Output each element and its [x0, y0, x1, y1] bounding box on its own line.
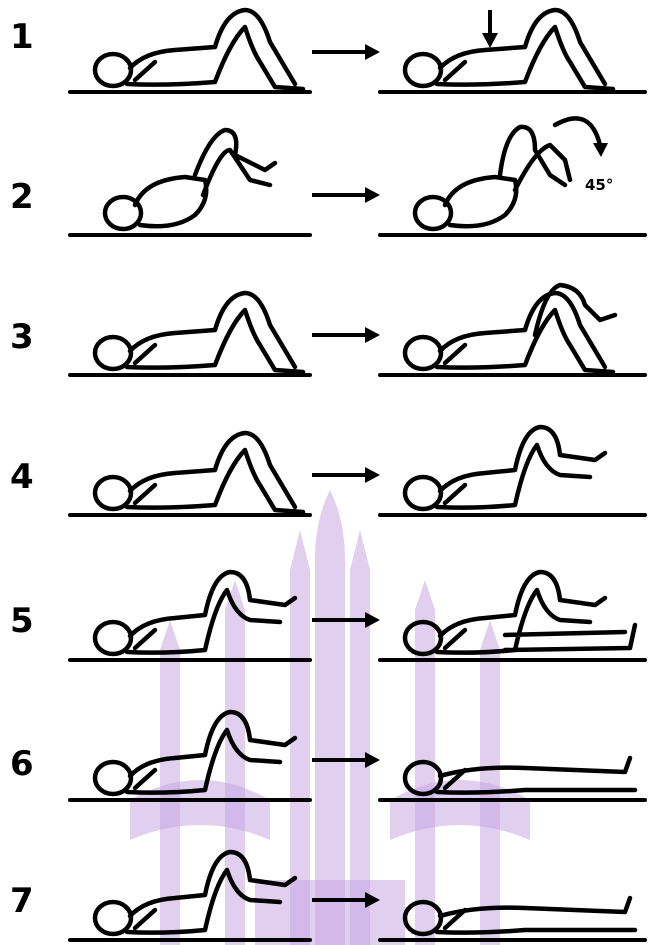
down-arrow-icon: [482, 33, 498, 48]
exercise-number: 5: [10, 601, 34, 641]
end-pose-figure: [405, 285, 615, 372]
exercise-number: 3: [10, 317, 34, 357]
arrow-head-icon: [365, 44, 380, 60]
angle-label: 45°: [585, 176, 613, 194]
start-pose-figure: [95, 572, 295, 654]
end-pose-figure: [405, 10, 613, 89]
arrow-head-icon: [365, 467, 380, 483]
arrow-head-icon: [365, 752, 380, 768]
end-pose-figure: [405, 758, 635, 794]
start-pose-figure: [95, 10, 303, 89]
exercise-number: 1: [10, 17, 34, 57]
start-pose-figure: [105, 130, 275, 229]
arrow-head-icon: [365, 612, 380, 628]
exercise-row: 1: [10, 10, 645, 92]
arrow-head-icon: [365, 327, 380, 343]
end-pose-figure: [405, 572, 635, 654]
exercise-row: 2 45°: [10, 118, 645, 235]
exercise-number: 6: [10, 744, 34, 784]
start-pose-figure: [95, 433, 303, 512]
end-pose-figure: [405, 427, 605, 509]
start-pose-figure: [95, 293, 303, 372]
watermark-logo: [130, 490, 530, 945]
curved-arrow-head-icon: [593, 143, 608, 157]
arrow-head-icon: [365, 187, 380, 203]
exercise-number: 7: [10, 881, 34, 921]
exercise-number: 2: [10, 177, 34, 217]
exercise-number: 4: [10, 457, 34, 497]
end-pose-figure: [415, 127, 570, 229]
end-pose-figure: [405, 898, 635, 934]
exercise-row: 3: [10, 285, 645, 375]
curved-rotation-arrow: [555, 118, 600, 145]
